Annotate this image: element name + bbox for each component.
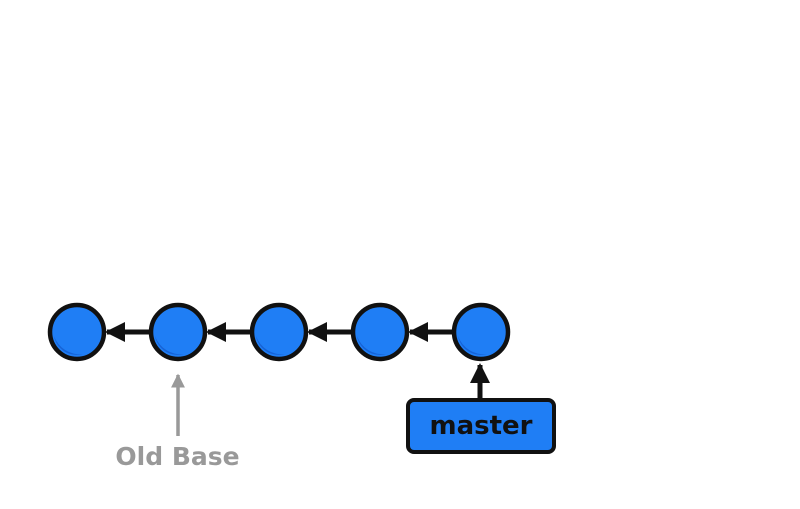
commit-node-5 [451,302,511,362]
commit-node-4 [350,302,410,362]
commit-circle [47,302,107,362]
commit-circle [249,302,309,362]
commit-circle [451,302,511,362]
commit-node-3 [249,302,309,362]
commit-circle [148,302,208,362]
commit-node-2 [148,302,208,362]
commit-nodes [47,302,511,362]
commit-circle [350,302,410,362]
commit-node-1 [47,302,107,362]
